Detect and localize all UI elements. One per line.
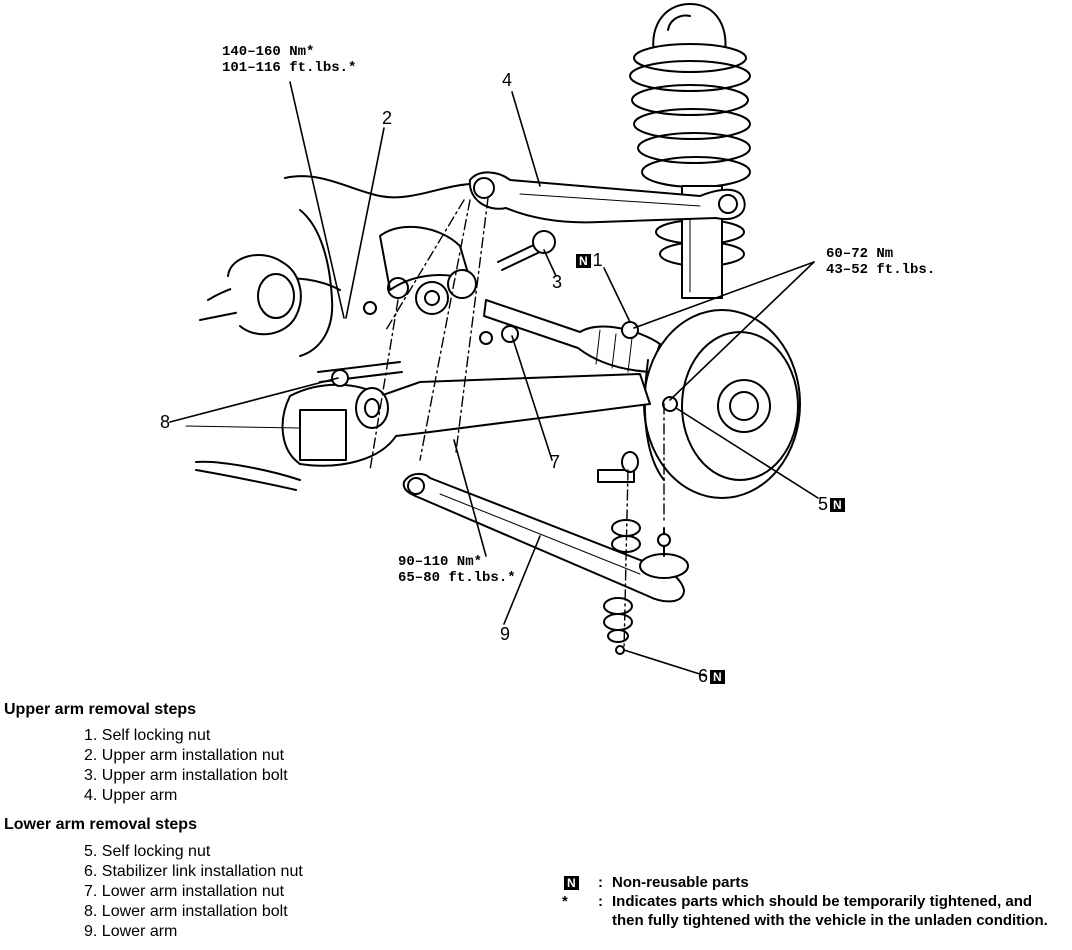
legend-non-reusable-text: Non-reusable parts — [612, 874, 749, 891]
list-item: 8. Lower arm installation bolt — [84, 903, 288, 920]
list-item: 4. Upper arm — [84, 787, 178, 804]
torque-lower-nut-nm: 90–110 Nm* — [398, 554, 483, 570]
torque-self-locking-ftlbs: 43–52 ft.lbs. — [826, 262, 936, 278]
lower-arm-steps: 5. Self locking nut 6. Stabilizer link i… — [84, 842, 303, 942]
non-reusable-badge: N — [576, 254, 591, 269]
legend-colon: : — [598, 874, 603, 891]
legend-row-non-reusable: N : Non-reusable parts — [562, 873, 1052, 892]
callout-2: 2 — [382, 108, 393, 128]
list-item: 9. Lower arm — [84, 923, 178, 940]
coil-spring-strut — [629, 3, 751, 299]
non-reusable-badge: N — [830, 498, 845, 513]
subframe — [199, 175, 471, 357]
upper-arm-heading: Upper arm removal steps — [4, 701, 197, 718]
torque-label-lower-arm-nut: 90–110 Nm* 65–80 ft.lbs.* — [398, 554, 516, 586]
leader-lines — [169, 81, 819, 677]
torque-label-upper-nut: 140–160 Nm* 101–116 ft.lbs.* — [222, 44, 356, 76]
legend-colon: : — [598, 893, 603, 910]
callout-4: 4 — [502, 70, 513, 90]
upper-arm-bolt — [363, 230, 556, 315]
asterisk-marker: * — [562, 893, 568, 910]
list-item: 7. Lower arm installation nut — [84, 883, 285, 900]
list-item: 3. Upper arm installation bolt — [84, 767, 288, 784]
legend-temporary-text: Indicates parts which should be temporar… — [612, 893, 1048, 929]
callout-7: 7 — [550, 452, 561, 472]
torque-upper-nut-nm: 140–160 Nm* — [222, 44, 315, 60]
list-item: 1. Self locking nut — [84, 727, 211, 744]
torque-lower-nut-ftlbs: 65–80 ft.lbs.* — [398, 570, 516, 586]
torque-upper-nut-ftlbs: 101–116 ft.lbs.* — [222, 60, 357, 76]
centerlines — [369, 197, 665, 651]
callout-3: 3 — [552, 272, 563, 292]
callout-5-number: 5 — [818, 494, 829, 514]
lower-arm-heading: Lower arm removal steps — [4, 816, 197, 833]
drive-shaft — [479, 299, 661, 373]
list-item: 5. Self locking nut — [84, 843, 211, 860]
callout-9: 9 — [500, 624, 511, 644]
upper-arm-steps: 1. Self locking nut 2. Upper arm install… — [84, 726, 288, 806]
upper-arm — [468, 171, 746, 224]
lower-arm-bracket — [185, 361, 651, 491]
list-item: 2. Upper arm installation nut — [84, 747, 285, 764]
suspension-diagram — [169, 3, 819, 677]
hub-rotor — [643, 309, 801, 499]
list-item: 6. Stabilizer link installation nut — [84, 863, 303, 880]
torque-self-locking-nm: 60–72 Nm — [826, 246, 894, 262]
callout-8: 8 — [160, 412, 171, 432]
torque-label-self-locking-nut: 60–72 Nm 43–52 ft.lbs. — [826, 246, 935, 278]
legend-row-temporary: * : Indicates parts which should be temp… — [562, 892, 1052, 930]
legend: N : Non-reusable parts * : Indicates par… — [562, 873, 1052, 930]
callout-6-number: 6 — [698, 666, 709, 686]
non-reusable-badge: N — [564, 876, 579, 891]
callout-1-number: 1 — [592, 250, 603, 270]
non-reusable-badge: N — [710, 670, 725, 685]
